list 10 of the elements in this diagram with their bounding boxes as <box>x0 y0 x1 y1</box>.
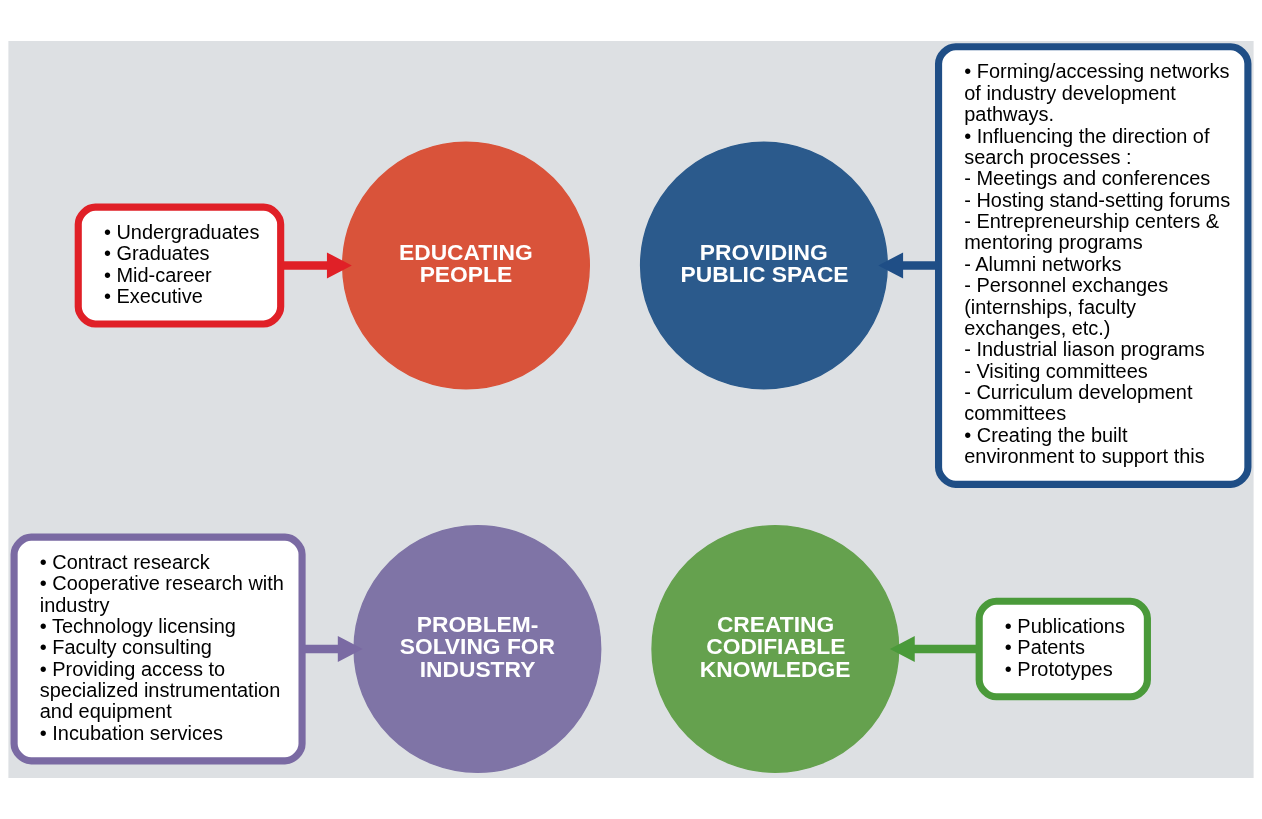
node-circle: EDUCATING PEOPLE <box>341 141 590 390</box>
node-circle: PROVIDING PUBLIC SPACE <box>639 141 888 390</box>
arrow <box>302 635 363 663</box>
node-box: • Undergraduates • Graduates • Mid-career • Executive <box>74 203 285 328</box>
node-box: • Forming/accessing networks of industry development pathways. • Influencing the direction of search processes : - Meetings and conferences - Hosting stand-setting forums - Entrepreneurship centers & mentoring programs - Alumni networks - Personnel exchanges (internships, faculty exchanges, etc.) - Industrial liason programs - Visiting committees - Curriculum development committees • Creating the built environment to support this <box>935 43 1252 488</box>
node-circle: PROBLEM-SOLVING FOR INDUSTRY <box>353 524 602 773</box>
node-box: • Publications • Patents • Prototypes <box>975 597 1151 701</box>
node-circle: CREATING CODIFIABLE KNOWLEDGE <box>651 524 900 773</box>
arrow <box>889 635 979 663</box>
node-box: • Contract researck • Cooperative research with industry • Technology licensing • Faculty consulting • Providing access to specialized instrumentation and equipment • Incubation services <box>10 533 306 765</box>
